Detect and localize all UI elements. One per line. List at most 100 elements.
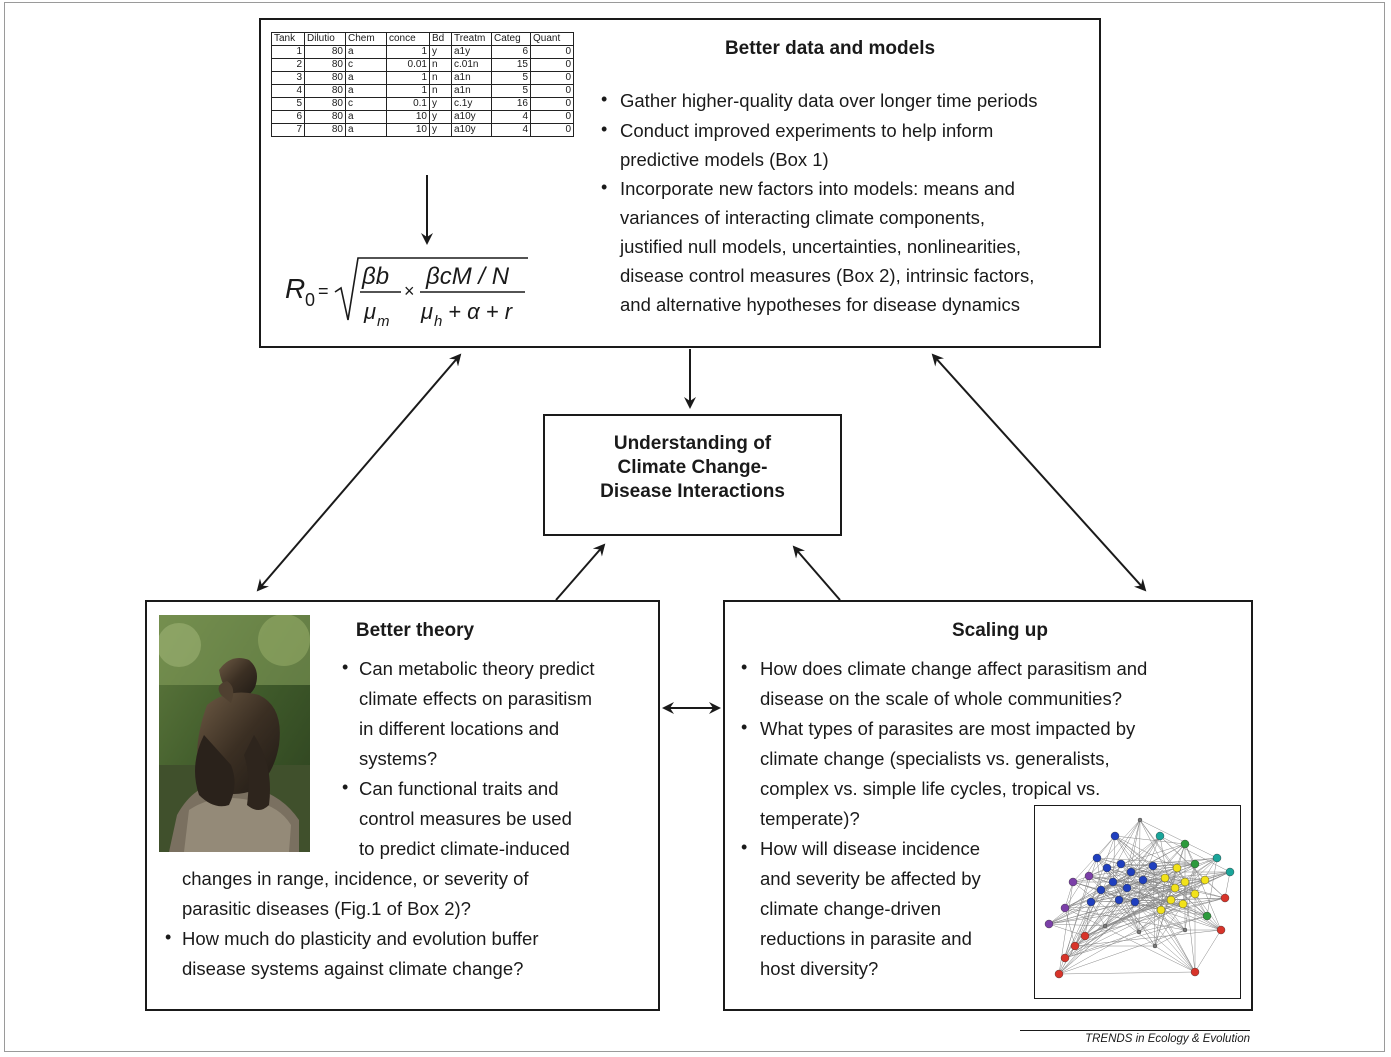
table-cell: 0 [530, 84, 574, 98]
understanding-line-2: Climate Change- [617, 457, 768, 478]
network-node [1180, 877, 1190, 887]
network-node [1200, 875, 1210, 885]
table-cell: a [345, 123, 387, 137]
journal-credit: TRENDS in Ecology & Evolution [1020, 1030, 1250, 1045]
network-node [1220, 893, 1230, 903]
eq-lhs: R [285, 273, 305, 304]
table-cell: 0 [530, 123, 574, 137]
understanding-line-3: Disease Interactions [600, 481, 785, 502]
left-to-center-arrow [555, 543, 606, 601]
bullet-marker: • [741, 657, 748, 677]
scaling-up-line: and severity be affected by [760, 868, 981, 889]
bullet-marker: • [601, 119, 608, 139]
thinker-statue-photo [159, 615, 310, 852]
better-theory-line: control measures be used [359, 808, 572, 829]
bullet-marker: • [342, 657, 349, 677]
network-node [1084, 871, 1094, 881]
scaling-up-line: complex vs. simple life cycles, tropical… [760, 778, 1101, 799]
network-node [1092, 853, 1102, 863]
scaling-up-line: disease on the scale of whole communitie… [760, 688, 1122, 709]
network-node [1166, 895, 1176, 905]
scaling-up-line: host diversity? [760, 958, 879, 979]
better-theory-line: parasitic diseases (Fig.1 of Box 2)? [182, 898, 471, 919]
better-data-title: Better data and models [724, 38, 936, 59]
better-theory-line: How much do plasticity and evolution buf… [182, 928, 539, 949]
network-node [1060, 953, 1070, 963]
eq-num1: βb [361, 263, 389, 290]
network-node [1110, 831, 1120, 841]
network-node [1182, 927, 1188, 933]
bullet-marker: • [601, 89, 608, 109]
bullet-marker: • [741, 717, 748, 737]
understanding-title: Understanding of Climate Change- Disease… [543, 432, 842, 504]
bullet-marker: • [741, 837, 748, 857]
better-theory-line: climate effects on parasitism [359, 688, 593, 709]
scaling-up-line: climate change-driven [760, 898, 941, 919]
network-node [1225, 867, 1235, 877]
better-theory-line: in different locations and [359, 718, 560, 739]
bullet-marker: • [342, 777, 349, 797]
network-node [1138, 875, 1148, 885]
network-node [1178, 899, 1188, 909]
network-node [1068, 877, 1078, 887]
network-node [1080, 931, 1090, 941]
better-data-line: justified null models, uncertainties, no… [620, 236, 1022, 257]
network-node [1122, 883, 1132, 893]
scaling-up-line: What types of parasites are most impacte… [760, 718, 1136, 739]
scaling-up-line: temperate)? [760, 808, 860, 829]
scaling-up-title: Scaling up [951, 620, 1049, 641]
top-left-double-arrow [256, 353, 462, 592]
network-node [1108, 877, 1118, 887]
bullet-marker: • [165, 927, 172, 947]
network-node [1054, 969, 1064, 979]
network-node [1102, 923, 1108, 929]
network-node [1155, 831, 1165, 841]
eq-lhs-sub: 0 [305, 290, 315, 310]
network-graph-image [1034, 805, 1241, 999]
figure-frame [4, 2, 1385, 1052]
eq-den2-a: μ [420, 299, 433, 324]
network-node [1102, 863, 1112, 873]
r0-equation: R 0 = βb μ m × βcM / N μ h + α + r [285, 257, 528, 330]
network-node [1216, 925, 1226, 935]
table-cell: 7 [271, 123, 305, 137]
better-data-line: and alternative hypotheses for disease d… [620, 294, 1021, 315]
eq-times: × [404, 281, 415, 301]
eq-den1: μ [363, 299, 376, 324]
network-node [1212, 853, 1222, 863]
scaling-up-line: climate change (specialists vs. generali… [760, 748, 1110, 769]
better-data-line: Conduct improved experiments to help inf… [620, 120, 994, 141]
eq-num2: βcM / N [425, 263, 510, 290]
network-node [1190, 859, 1200, 869]
scaling-up-line: reductions in parasite and [760, 928, 972, 949]
network-node [1096, 885, 1106, 895]
better-theory-line: Can metabolic theory predict [359, 658, 595, 679]
network-node [1190, 889, 1200, 899]
network-node [1116, 859, 1126, 869]
better-theory-line: disease systems against climate change? [182, 958, 524, 979]
scaling-up-line: How will disease incidence [760, 838, 981, 859]
network-node [1137, 817, 1143, 823]
network-node [1070, 941, 1080, 951]
network-node [1172, 863, 1182, 873]
network-node [1160, 873, 1170, 883]
network-node [1170, 883, 1180, 893]
better-data-line: Gather higher-quality data over longer t… [620, 90, 1038, 111]
understanding-line-1: Understanding of [613, 433, 772, 454]
network-node [1060, 903, 1070, 913]
better-theory-line: systems? [359, 748, 438, 769]
network-node [1202, 911, 1212, 921]
right-to-center-arrow [792, 545, 841, 601]
network-node [1148, 861, 1158, 871]
network-node [1156, 905, 1166, 915]
better-theory-line: Can functional traits and [359, 778, 559, 799]
eq-equals: = [318, 281, 329, 301]
network-node [1114, 895, 1124, 905]
better-data-line: variances of interacting climate compone… [620, 207, 986, 228]
network-node [1136, 929, 1142, 935]
